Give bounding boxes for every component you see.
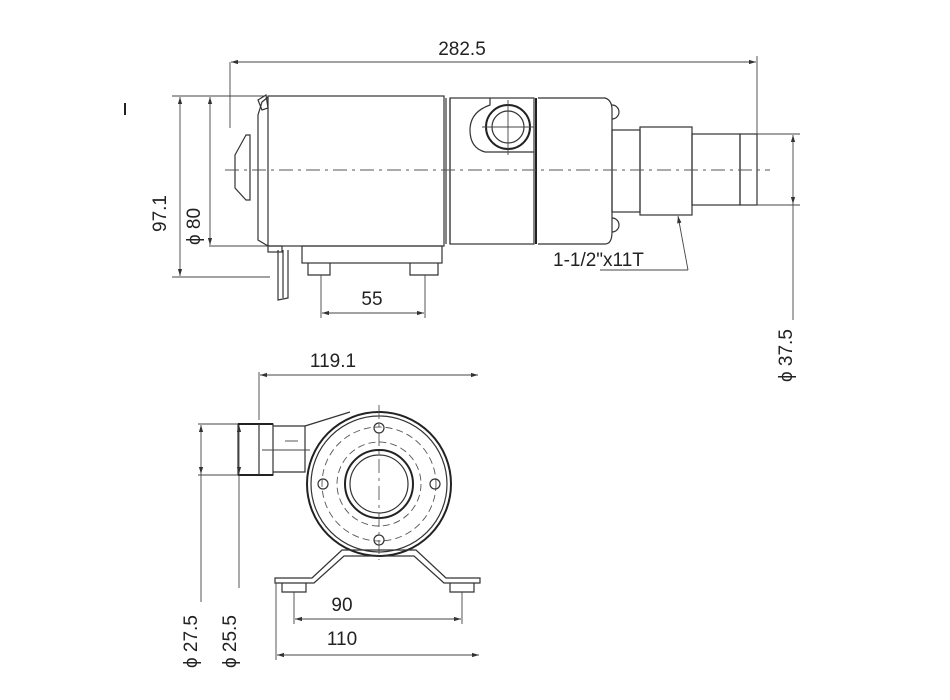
mounting-bracket [274,549,481,584]
dimension-body-diameter: ϕ 80 [184,97,268,247]
dimension-foot-spacing: 55 [320,275,426,318]
bracket-foot-left [281,583,307,593]
pump-housing [449,97,535,245]
port-diameter-label: ϕ 37.5 [776,329,797,382]
foot-spacing-label: 55 [361,289,382,310]
outlet-neck [611,129,641,213]
motor-body [267,95,445,247]
thread-callout-label: 1-1/2"x11T [553,250,644,271]
dimension-overall-length: 282.5 [229,39,758,135]
dimension-port-inner-diameter: ϕ 25.5 [220,425,242,668]
dimension-bracket-hole-spacing: 90 [293,592,463,624]
foot-right [409,263,439,276]
inlet-port [237,423,274,476]
foot-left [307,263,331,276]
side-port-boss [469,98,534,153]
dimension-port-diameter: ϕ 37.5 [757,133,800,382]
pump-cover [538,97,613,245]
bolt-hole-right [429,478,441,490]
bracket-hole-spacing-label: 90 [331,595,352,616]
port-outer-diameter-label: ϕ 27.5 [181,615,202,668]
bolt-top [611,104,620,120]
end-view: 119.1 ϕ 27.5 ϕ 25.5 [181,351,481,668]
terminal-screw [257,94,269,111]
overall-height-label: 97.1 [150,195,171,232]
port-offset-label: 119.1 [310,351,356,372]
power-cable [277,250,289,301]
overall-length-label: 282.5 [438,39,486,60]
dimension-port-offset: 119.1 [258,351,478,420]
body-diameter-label: ϕ 80 [184,208,205,245]
outlet-nut [639,126,693,216]
dimension-bracket-width: 110 [275,583,479,660]
side-view: 282.5 97.1 ϕ 80 [150,39,800,382]
mounting-base [301,245,443,264]
motor-rear-cap [257,96,269,247]
dimension-port-outer-diameter: ϕ 27.5 [181,423,238,668]
port-inner-diameter-label: ϕ 25.5 [220,615,241,668]
outlet-lip [739,133,758,206]
inlet-neck [273,425,306,473]
bracket-width-label: 110 [327,629,357,650]
bracket-foot-right [449,583,475,593]
thread-callout: 1-1/2"x11T [553,215,689,271]
outlet-pipe [691,133,741,206]
bolt-bottom [611,217,620,233]
rear-fan-boss [234,134,251,201]
dimension-overall-height: 97.1 [150,95,270,278]
bolt-hole-left [317,478,329,490]
